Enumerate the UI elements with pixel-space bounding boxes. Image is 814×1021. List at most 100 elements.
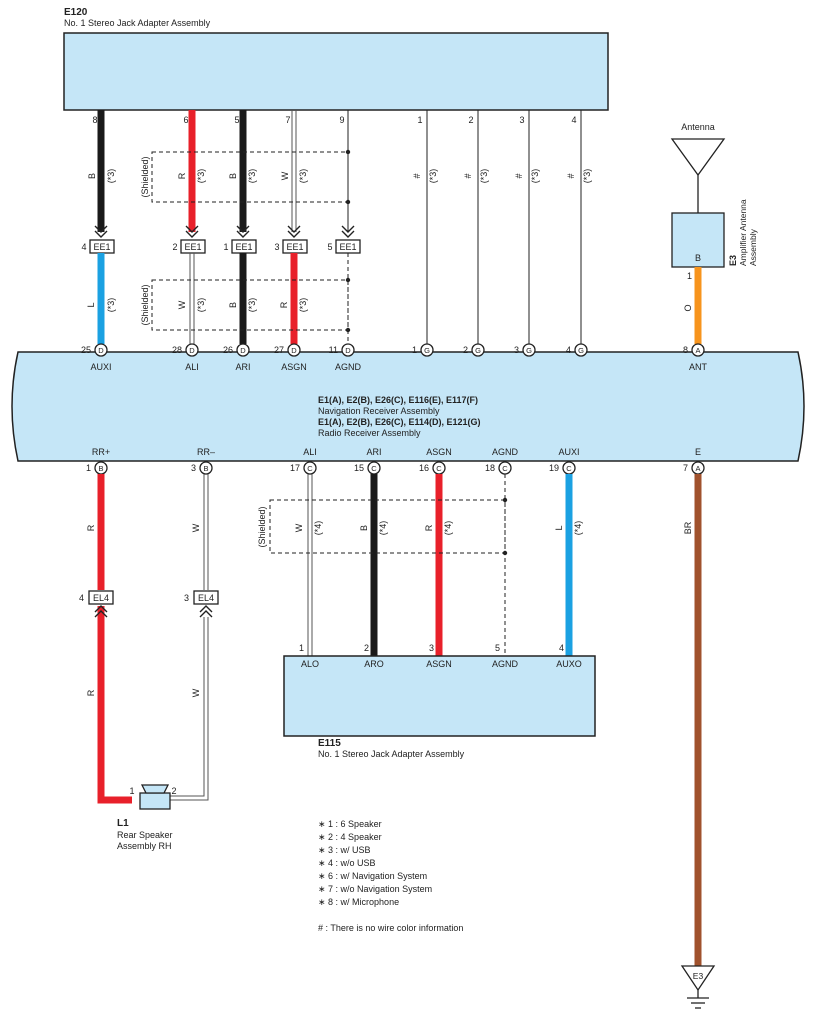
el4-pin: 4 (79, 593, 84, 603)
ee1-label: EE1 (235, 242, 252, 252)
shield-box-upper (151, 151, 349, 203)
e120-pin: 7 (285, 115, 290, 125)
e120-pin: 9 (339, 115, 344, 125)
pin-name: ALI (303, 447, 317, 457)
pin-conn: C (502, 464, 508, 473)
pin-circle (303, 461, 317, 475)
antenna-label: Antenna (681, 122, 715, 132)
pin-circle (574, 343, 588, 357)
wire-color-label: L (86, 302, 96, 307)
ground-connector-icon (680, 965, 716, 992)
footnote: # : There is no wire color information (318, 923, 463, 933)
pin-name: ARI (235, 362, 250, 372)
pin-name: ASGN (281, 362, 307, 372)
wire-note-label: (*3) (530, 169, 540, 184)
wire-note-label: (*3) (428, 169, 438, 184)
wire-note-label: (*3) (196, 298, 206, 313)
wire-r-speaker (97, 606, 132, 804)
pin-num: 7 (683, 463, 688, 473)
receiver-box (11, 351, 805, 462)
pin-conn: G (475, 346, 481, 355)
wire-note-label: (*3) (106, 298, 116, 313)
el4-chevrons (94, 605, 213, 618)
pin-name: AGND (492, 447, 519, 457)
shielded-label: (Shielded) (140, 156, 150, 197)
pin-conn: C (436, 464, 442, 473)
ee1-label: EE1 (184, 242, 201, 252)
shield-box-middle (151, 279, 349, 331)
wire-w-speaker-a (170, 617, 205, 797)
pin-conn: C (566, 464, 572, 473)
e120-pin: 5 (234, 115, 239, 125)
pin-circle (691, 343, 705, 357)
wire-note-label: (*4) (573, 521, 583, 536)
wire-color-label: # (412, 173, 422, 178)
ground-code: E3 (693, 971, 704, 981)
ee1-pin: 2 (172, 242, 177, 252)
receiver-line1: E1(A), E2(B), E26(C), E116(E), E117(F) (318, 395, 478, 405)
e3-code: E3 (728, 255, 738, 266)
e120-name: No. 1 Stereo Jack Adapter Assembly (64, 18, 211, 28)
note-line: ∗ 4 : w/o USB (318, 858, 376, 868)
pin-conn: A (695, 346, 700, 355)
pin-num: 15 (354, 463, 364, 473)
ee1-connector-box (180, 239, 206, 254)
e115-pin-num: 1 (299, 643, 304, 653)
pin-num: 25 (81, 345, 91, 355)
wire-w-speaker-b (170, 617, 209, 801)
note-line: ∗ 6 : w/ Navigation System (318, 871, 427, 881)
wire-color-label: R (86, 524, 96, 531)
ee1-pin: 3 (274, 242, 279, 252)
shield-junction (502, 497, 508, 503)
speaker-icon (139, 784, 171, 810)
pin-conn: C (307, 464, 313, 473)
wire-color-label: R (424, 524, 434, 531)
e115-pin-num: 5 (495, 643, 500, 653)
ee1-label: EE1 (339, 242, 356, 252)
pin-name: AUXI (558, 447, 579, 457)
e120-pin: 2 (468, 115, 473, 125)
receiver-line4: Radio Receiver Assembly (318, 428, 421, 438)
pin-name: E (695, 447, 701, 457)
e115-pin-name: AGND (492, 659, 519, 669)
wire-note-label: (*3) (479, 169, 489, 184)
speaker-pin: 1 (129, 786, 134, 796)
pin-circle (471, 343, 485, 357)
pin-conn: G (578, 346, 584, 355)
pin-circle (522, 343, 536, 357)
shield-junction (345, 327, 351, 333)
pin-circle (94, 343, 108, 357)
pin-conn: G (424, 346, 430, 355)
pin-conn: D (345, 346, 351, 355)
pin-conn: D (240, 346, 246, 355)
e115-code: E115 (318, 738, 341, 749)
shield-junction (345, 277, 351, 283)
wire-color-label: R (86, 689, 96, 696)
el4-pin: 3 (184, 593, 189, 603)
note-line: ∗ 3 : w/ USB (318, 845, 371, 855)
e3-pin-letter: B (695, 253, 701, 263)
wire-color-label: W (191, 523, 201, 532)
receiver-line3: E1(A), E2(B), E26(C), E114(D), E121(G) (318, 417, 481, 427)
pin-num: 17 (290, 463, 300, 473)
e120-code: E120 (64, 7, 88, 18)
wire-note-label: (*4) (378, 521, 388, 536)
e3-name: Assembly (748, 228, 758, 266)
antenna-icon (670, 138, 726, 177)
wire-color-label: # (566, 173, 576, 178)
pin-conn: D (291, 346, 297, 355)
pin-conn: D (98, 346, 104, 355)
wire-color-label: W (294, 523, 304, 532)
el4-label: EL4 (93, 593, 109, 603)
pin-name: RR– (197, 447, 215, 457)
pin-conn: A (695, 464, 700, 473)
receiver-line2: Navigation Receiver Assembly (318, 406, 440, 416)
shielded-label: (Shielded) (257, 506, 267, 547)
wire-color-label: # (514, 173, 524, 178)
wire-color-label: R (279, 301, 289, 308)
shield-junction (502, 550, 508, 556)
e115-pin-name: ARO (364, 659, 384, 669)
pin-num: 2 (463, 345, 468, 355)
pin-num: 28 (172, 345, 182, 355)
